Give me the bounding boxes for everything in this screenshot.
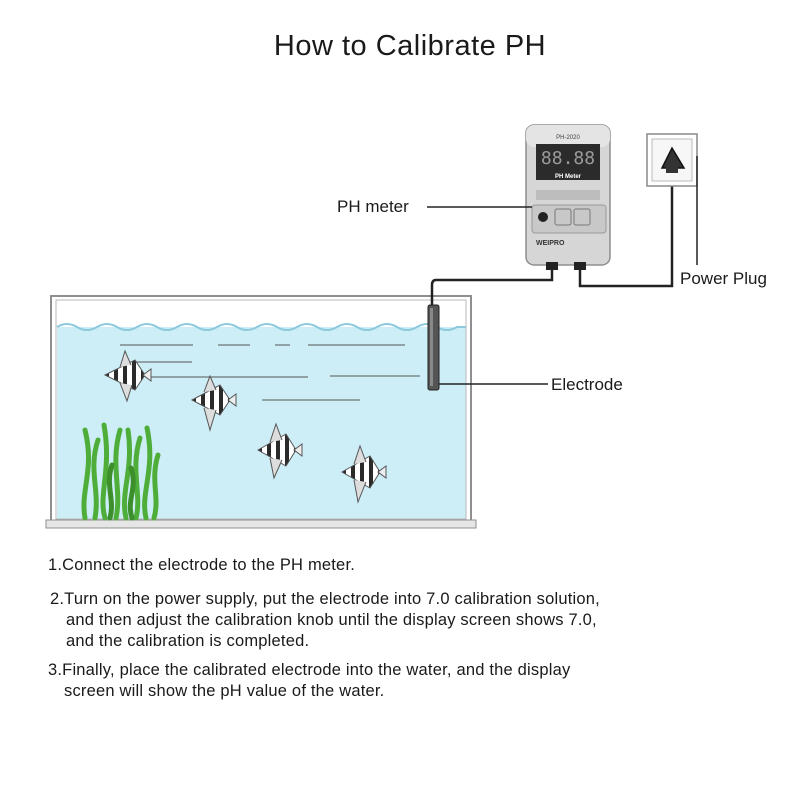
calibration-knob-icon <box>538 212 548 222</box>
meter-model-text: PH-2020 <box>556 135 580 141</box>
power-outlet <box>646 133 698 187</box>
step-2-line-1: 2.Turn on the power supply, put the elec… <box>50 590 600 608</box>
electrode-label: Electrode <box>551 375 623 394</box>
meter-display-text: 88.88 <box>541 148 595 169</box>
leader-lines <box>427 156 698 385</box>
step-2: 2.Turn on the power supply, put the elec… <box>50 589 600 652</box>
fish-3 <box>256 422 303 480</box>
meter-name-text: PH Meter <box>555 174 582 180</box>
step-3-line-1: 3.Finally, place the calibrated electrod… <box>48 661 571 679</box>
tank-base <box>45 519 477 529</box>
step-1: 1.Connect the electrode to the PH meter. <box>48 555 355 576</box>
step-2-line-3: and the calibration is completed. <box>66 632 310 650</box>
fish-2 <box>190 374 237 432</box>
cables <box>430 178 674 310</box>
water-lines <box>120 344 420 401</box>
ph-meter-label: PH meter <box>337 197 409 216</box>
fish-4 <box>340 444 387 504</box>
page-title: How to Calibrate PH <box>273 30 547 62</box>
plants <box>81 422 161 521</box>
step-2-line-2: and then adjust the calibration knob unt… <box>66 611 597 629</box>
electrode <box>427 304 440 391</box>
power-plug-label: Power Plug <box>680 269 767 288</box>
step-3: 3.Finally, place the calibrated electrod… <box>48 660 570 702</box>
fish-1 <box>103 349 152 403</box>
step-1-line-1: 1.Connect the electrode to the PH meter. <box>48 556 356 574</box>
step-3-line-2: screen will show the pH value of the wat… <box>64 682 385 700</box>
ph-meter-device: PH-2020 88.88 PH Meter WEIPRO <box>525 124 611 270</box>
water-surface <box>56 323 466 331</box>
tank-inner-edge <box>55 299 467 520</box>
meter-brand-text: WEIPRO <box>536 240 565 247</box>
